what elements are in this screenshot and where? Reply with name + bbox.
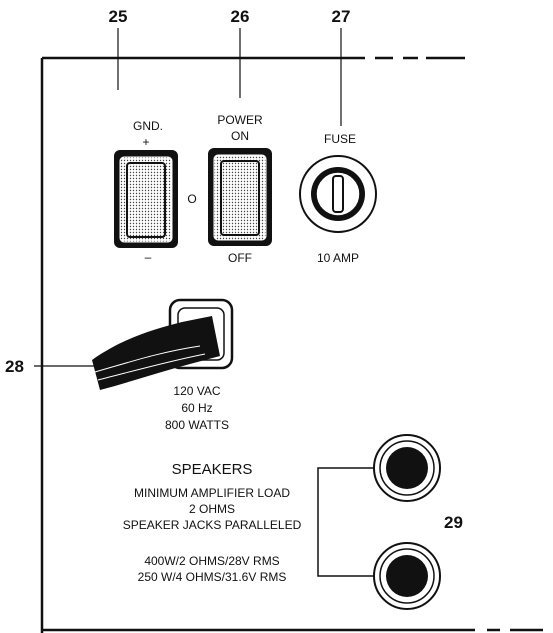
jack-bracket bbox=[317, 467, 378, 577]
speakers-heading: SPEAKERS bbox=[172, 461, 253, 478]
ground-switch-minus: – bbox=[145, 250, 152, 264]
ground-switch-center-mark: O bbox=[187, 192, 196, 206]
speakers-ohms: 2 OHMS bbox=[189, 502, 235, 516]
fuse-holder[interactable] bbox=[299, 155, 377, 233]
fuse-label: FUSE bbox=[324, 132, 356, 146]
power-switch-on-label: ON bbox=[231, 129, 249, 143]
speakers-rating-4ohm: 250 W/4 OHMS/31.6V RMS bbox=[138, 570, 287, 584]
speaker-jack-1[interactable] bbox=[373, 434, 441, 502]
speakers-min-load: MINIMUM AMPLIFIER LOAD bbox=[134, 486, 290, 500]
panel-outline bbox=[40, 56, 543, 633]
ground-switch-label: GND. bbox=[133, 119, 163, 133]
power-cord-frequency: 60 Hz bbox=[181, 401, 212, 415]
callout-28: 28 bbox=[5, 357, 24, 376]
speaker-jack-2[interactable] bbox=[373, 542, 441, 610]
callout-25: 25 bbox=[109, 7, 128, 26]
speakers-paralleled: SPEAKER JACKS PARALLELED bbox=[123, 518, 302, 532]
power-switch-label: POWER bbox=[217, 113, 263, 127]
ground-switch[interactable] bbox=[114, 150, 178, 248]
speakers-rating-2ohm: 400W/2 OHMS/28V RMS bbox=[144, 554, 279, 568]
callout-27: 27 bbox=[332, 7, 351, 26]
power-cord-voltage: 120 VAC bbox=[173, 384, 220, 398]
ground-switch-plus: + bbox=[142, 135, 149, 149]
callout-29: 29 bbox=[444, 513, 463, 532]
power-cord bbox=[92, 298, 234, 390]
power-switch-off-label: OFF bbox=[228, 251, 252, 265]
power-cord-wattage: 800 WATTS bbox=[165, 418, 229, 432]
power-switch[interactable] bbox=[208, 148, 272, 246]
fuse-rating: 10 AMP bbox=[317, 251, 359, 265]
callout-26: 26 bbox=[231, 7, 250, 26]
